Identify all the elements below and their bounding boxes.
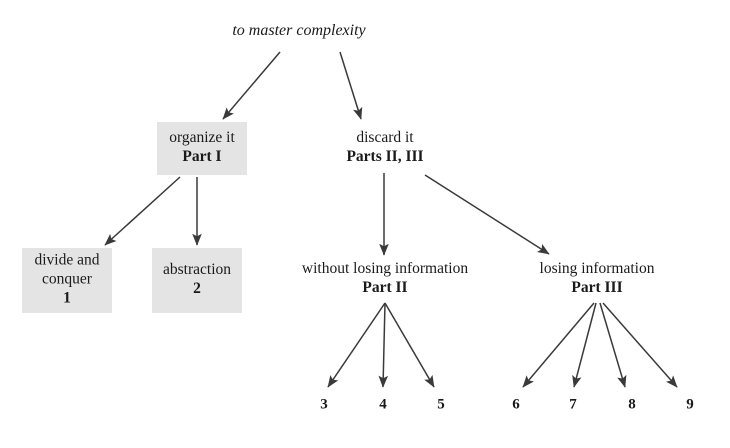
arrow-without-to-4: [378, 302, 389, 388]
node-organize-line-1: Part I: [182, 148, 222, 165]
node-losing-line-1: Part III: [571, 279, 623, 296]
node-divide-line-2: 1: [63, 289, 71, 307]
node-abstraction-line-1: 2: [193, 280, 201, 297]
edges-group: [104, 51, 678, 388]
node-root-line-0: to master complexity: [232, 22, 366, 40]
arrow-losing-to-9: [602, 302, 678, 388]
leaf-8: 8: [628, 396, 636, 413]
node-discard-line-0: discard it: [356, 129, 414, 147]
leaf-6: 6: [512, 396, 520, 413]
arrow-root-to-organize: [222, 51, 281, 120]
node-without-losing-line-0: without losing information: [301, 260, 469, 278]
leaf-9: 9: [686, 396, 694, 413]
arrow-discard-to-losing: [424, 174, 550, 255]
node-organize-line-0: organize it: [169, 129, 235, 147]
arrow-losing-to-7: [572, 302, 597, 388]
node-root: to master complexity: [224, 19, 374, 43]
leaf-3: 3: [320, 396, 328, 413]
node-root-content: to master complexity: [232, 21, 365, 41]
node-discard-line-1: Parts II, III: [346, 148, 424, 165]
arrow-root-to-discard: [339, 51, 363, 120]
node-abstraction-line-0: abstraction: [162, 261, 232, 279]
node-without-losing-line-1: Part II: [362, 279, 408, 296]
arrow-without-to-3: [327, 302, 386, 388]
node-divide-line-1: conquer: [42, 270, 92, 288]
node-divide-line-0: divide and: [34, 251, 100, 269]
arrow-losing-to-8: [599, 302, 627, 388]
leaf-5: 5: [437, 396, 445, 413]
leaf-4: 4: [379, 396, 387, 413]
leaf-7: 7: [569, 396, 577, 413]
arrow-organize-to-divide: [104, 176, 181, 246]
arrow-without-to-5: [384, 302, 435, 388]
arrow-losing-to-6: [522, 302, 595, 388]
node-losing-line-0: losing information: [539, 260, 655, 278]
